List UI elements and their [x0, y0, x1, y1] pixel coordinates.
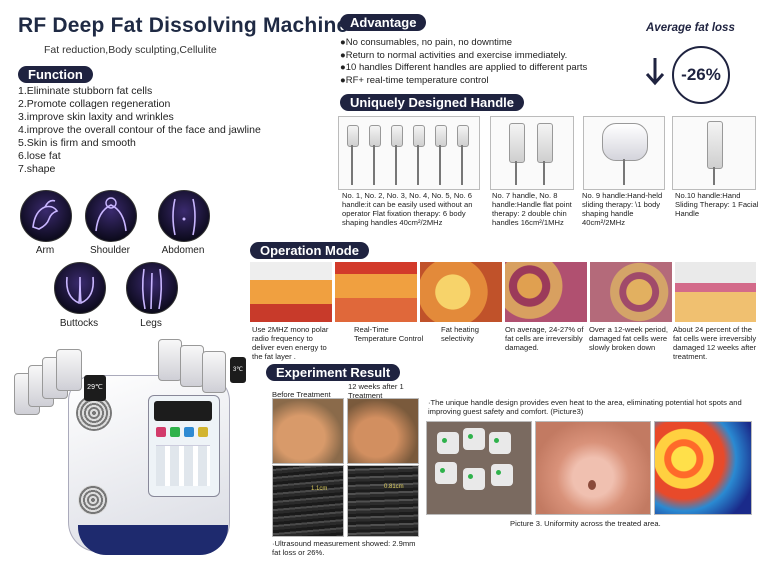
operation-image-3 [420, 262, 502, 322]
function-item: 4.improve the overall contour of the fac… [18, 124, 261, 136]
function-item: 6.lose fat [18, 150, 61, 162]
picture3-handles [426, 421, 532, 515]
function-item: 2.Promote collagen regeneration [18, 98, 171, 110]
advantage-item: ●Return to normal activities and exercis… [340, 49, 568, 61]
buttocks-label: Buttocks [59, 318, 99, 329]
scan-after-value: 0.81cm [384, 484, 404, 490]
buttocks-icon [54, 262, 106, 314]
operation-step-2: Real-Time Temperature Control [354, 325, 424, 343]
handle-image-1-6 [338, 116, 480, 190]
operation-heading: Operation Mode [250, 242, 369, 259]
operation-step-6: About 24 percent of the fat cells were i… [673, 325, 757, 361]
down-arrow-icon [644, 56, 666, 86]
function-heading: Function [18, 66, 93, 83]
ultrasound-after: 0.81cm [347, 465, 419, 537]
operation-image-1 [250, 262, 332, 322]
handle-image-9 [583, 116, 665, 190]
handle-rack [14, 349, 82, 423]
handle-display: 29℃ [84, 375, 106, 401]
operation-image-5 [590, 262, 672, 322]
function-list: 1.Eliminate stubborn fat cells 2.Promote… [18, 85, 338, 176]
picture3-abdomen [535, 421, 651, 515]
handle-display-2: 3℃ [230, 357, 246, 383]
after-photo [347, 398, 419, 464]
shoulder-label: Shoulder [89, 245, 131, 256]
shoulder-icon [85, 190, 137, 242]
handle-heading: Uniquely Designed Handle [340, 94, 524, 111]
advantage-heading: Advantage [340, 14, 427, 31]
advantage-list: ●No consumables, no pain, no downtime ●R… [340, 37, 640, 87]
fat-loss-value: -26% [672, 46, 730, 104]
operation-image-6 [675, 262, 756, 322]
handle-design-note: ·The unique handle design provides even … [428, 398, 742, 416]
page-title: RF Deep Fat Dissolving Machine [18, 14, 349, 37]
handle-image-7-8 [490, 116, 574, 190]
experiment-heading: Experiment Result [266, 364, 401, 381]
before-label: Before Treatment [272, 390, 331, 399]
function-item: 7.shape [18, 163, 56, 175]
arm-icon [20, 190, 72, 242]
handle-desc-9: No. 9 handle:Hand-held sliding therapy: … [582, 191, 663, 227]
before-photo [272, 398, 344, 464]
abdomen-label: Abdomen [161, 245, 205, 256]
ultrasound-note: ·Ultrasound measurement showed: 2.9mm fa… [272, 539, 416, 557]
operation-step-4: On average, 24-27% of fat cells are irre… [505, 325, 584, 352]
advantage-item: ●10 handles Different handles are applie… [340, 62, 588, 73]
function-item: 3.improve skin laxity and wrinkles [18, 111, 174, 123]
arm-label: Arm [35, 245, 55, 256]
abdomen-icon [158, 190, 210, 242]
page-subtitle: Fat reduction,Body sculpting,Cellulite [44, 44, 217, 56]
legs-icon [126, 262, 178, 314]
device-illustration: 29℃ 3℃ [8, 335, 248, 565]
operation-images [250, 262, 756, 322]
operation-image-4 [505, 262, 587, 322]
handle-desc-10: No.10 handle:Hand Sliding Therapy: 1 Fac… [675, 191, 759, 218]
picture3-thermal [654, 421, 752, 515]
legs-label: Legs [140, 318, 162, 329]
handle-image-10 [672, 116, 756, 190]
advantage-item: ●No consumables, no pain, no downtime [340, 37, 513, 48]
ultrasound-before: 1.1cm [272, 465, 344, 537]
picture3-caption: Picture 3. Uniformity across the treated… [510, 519, 661, 528]
handle-desc-7-8: No. 7 handle, No. 8 handle:Handle flat p… [492, 191, 572, 227]
operation-image-2 [335, 262, 417, 322]
operation-step-1: Use 2MHZ mono polar radio frequency to d… [252, 325, 329, 361]
fat-loss-label: Average fat loss [646, 22, 735, 34]
function-item: 1.Eliminate stubborn fat cells [18, 85, 153, 97]
after-label: 12 weeks after 1 Treatment [348, 382, 404, 400]
function-item: 5.Skin is firm and smooth [18, 137, 136, 149]
scan-before-value: 1.1cm [311, 486, 328, 492]
operation-step-5: Over a 12-week period, damaged fat cells… [589, 325, 668, 352]
advantage-item: ●RF+ real-time temperature control [340, 74, 489, 86]
handle-desc-1-6: No. 1, No. 2, No. 3, No. 4, No. 5, No. 6… [342, 191, 473, 227]
operation-step-3: Fat heating selectivity [441, 325, 479, 343]
